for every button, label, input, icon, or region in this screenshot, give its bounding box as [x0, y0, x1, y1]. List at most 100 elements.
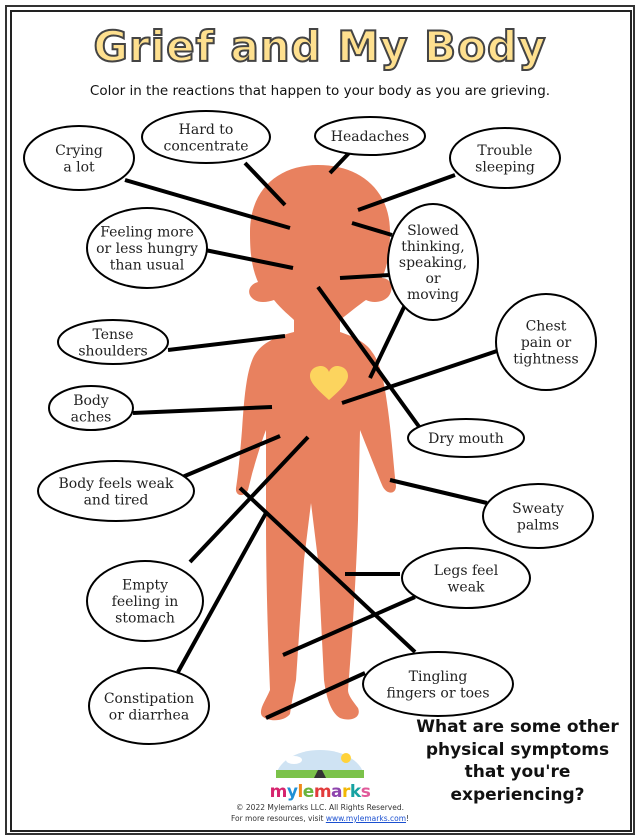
bubble-outline[interactable] — [407, 418, 525, 458]
bubble-label-line: Crying — [55, 143, 103, 159]
bubble-outline[interactable] — [57, 319, 169, 365]
bubble-outline[interactable] — [48, 385, 134, 431]
bubble-label-line: Legs feel — [434, 563, 499, 579]
bubble-outline[interactable] — [86, 207, 208, 289]
logo-letter: r — [342, 782, 350, 802]
bubble-label-line: than usual — [110, 258, 185, 274]
connector-line — [351, 221, 393, 237]
bubble-label-line: Slowed — [407, 223, 459, 239]
logo-letter: e — [302, 782, 315, 802]
page-border-outer — [5, 5, 635, 835]
bubble-label-line: thinking, — [401, 239, 465, 255]
connector-line — [265, 671, 366, 720]
connector-line — [132, 405, 273, 415]
bubble-label-line: palms — [517, 517, 559, 533]
connector-lines — [124, 150, 501, 720]
connector-line — [167, 334, 286, 352]
bubble-label-line: Body feels weak — [58, 476, 174, 492]
connector-line — [204, 248, 294, 270]
connector-line — [328, 150, 352, 175]
connector-line — [357, 173, 456, 212]
logo-letter: m — [269, 782, 288, 802]
mylemarks-logo-art — [276, 750, 364, 778]
bubble-outline[interactable] — [314, 116, 426, 156]
bubble-label-line: speaking, — [399, 255, 467, 271]
connector-line — [179, 434, 281, 480]
bubble-label-line: and tired — [84, 492, 149, 508]
bubble-label-line: stomach — [115, 611, 175, 627]
link-suffix: ! — [406, 814, 410, 823]
bubble-label-line: Feeling more — [100, 225, 194, 241]
website-link[interactable]: www.mylemarks.com — [325, 814, 407, 823]
bubble-outline[interactable] — [362, 651, 514, 717]
bubble-outline[interactable] — [401, 547, 531, 609]
bubble-outline[interactable] — [23, 125, 135, 191]
bubble-outline[interactable] — [387, 203, 479, 321]
instructions: Color in the reactions that happen to yo… — [89, 83, 551, 99]
bubble-label-line: concentrate — [163, 138, 248, 154]
bubble-label-line: or diarrhea — [109, 707, 189, 723]
bubble-label-line: a lot — [63, 159, 95, 175]
reaction-bubble-dry-mouth[interactable]: Dry mouth — [407, 418, 525, 458]
bubble-label-line: pain or — [521, 335, 572, 351]
connector-line — [389, 478, 488, 505]
bubble-outline[interactable] — [495, 293, 597, 391]
logo-letter: a — [331, 782, 343, 802]
connector-line — [176, 512, 268, 673]
body-silhouette[interactable] — [235, 165, 396, 721]
bubble-label-line: Dry mouth — [428, 431, 504, 447]
bubble-outline[interactable] — [141, 110, 271, 164]
logo-letter: l — [297, 782, 303, 802]
bubble-label-line: Trouble — [477, 143, 532, 159]
mylemarks-logo: mylemarks — [200, 782, 440, 802]
bubble-label-line: Tense — [92, 327, 133, 343]
bubble-label-line: Empty — [122, 578, 168, 594]
bubble-label-line: sleeping — [475, 159, 535, 175]
connector-line — [243, 161, 287, 207]
bubble-outline[interactable] — [37, 460, 195, 522]
page-title: Grief and My Body — [93, 21, 547, 72]
bubble-label-line: moving — [407, 287, 459, 303]
bubble-label-line: Headaches — [331, 129, 409, 145]
logo-letter: k — [349, 782, 361, 802]
bubble-outline[interactable] — [449, 127, 561, 189]
copyright: © 2022 Mylemarks LLC. All Rights Reserve… — [236, 803, 404, 812]
bubble-label-line: Sweaty — [512, 501, 564, 517]
bubble-label-line: tightness — [513, 352, 578, 368]
heart-icon[interactable] — [310, 366, 348, 400]
bubble-outline[interactable] — [88, 667, 210, 745]
reaction-bubble-headaches[interactable]: Headaches — [314, 116, 426, 156]
resources-text: For more resources, visit — [230, 814, 326, 823]
logo-letter: y — [286, 782, 298, 802]
bubble-outline[interactable] — [482, 483, 594, 549]
bubble-label-line: Constipation — [104, 691, 194, 707]
bubble-label-line: shoulders — [78, 343, 147, 359]
bubble-outline[interactable] — [86, 560, 204, 642]
